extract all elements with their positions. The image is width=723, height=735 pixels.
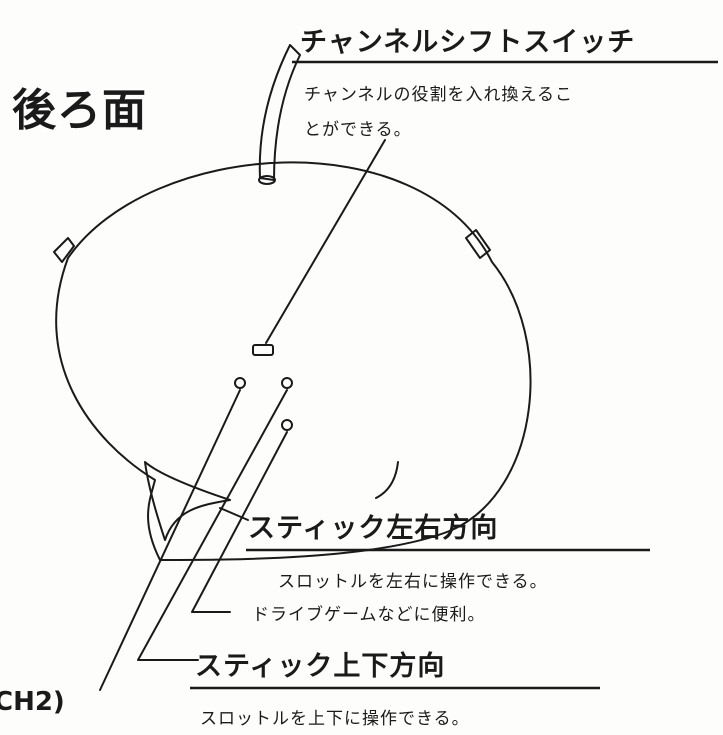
stick-left-right-desc-line1: スロットルを左右に操作できる。 — [278, 572, 548, 592]
controller-body-outline — [55, 161, 532, 561]
channel-shift-switch-desc-line1: チャンネルの役割を入れ換えるこ — [304, 85, 573, 105]
stick-up-down-heading: スティック上下方向 — [195, 651, 446, 682]
right-grip-bump — [465, 229, 491, 259]
back-switch — [252, 344, 274, 356]
knob-3 — [281, 419, 293, 431]
stick-left-right-heading: スティック左右方向 — [248, 513, 499, 544]
leader-line-body — [219, 507, 249, 521]
page-title: 後ろ面 — [12, 85, 147, 136]
switch-tube — [258, 44, 301, 181]
stick-up-down-desc-line1: スロットルを上下に操作できる。 — [200, 709, 470, 729]
leader-line-knob-3 — [191, 431, 288, 613]
partial-channel-label: CH2) — [0, 687, 65, 717]
channel-shift-switch-desc-line2: とができる。 — [304, 120, 412, 140]
left-grip-bump — [53, 237, 75, 263]
stick-left-right-desc-line2: ドライブゲームなどに便利。 — [252, 605, 486, 625]
leader-line-knob-1 — [99, 389, 241, 691]
small-hook — [375, 461, 399, 499]
knob-2 — [281, 377, 293, 389]
channel-shift-switch-heading: チャンネルシフトスイッチ — [300, 27, 636, 58]
knob-1 — [234, 377, 246, 389]
lower-grip-horn — [144, 461, 231, 541]
leader-line-knob-2 — [137, 389, 288, 661]
switch-tube-end — [258, 175, 276, 185]
leader-line-switch — [265, 139, 386, 344]
